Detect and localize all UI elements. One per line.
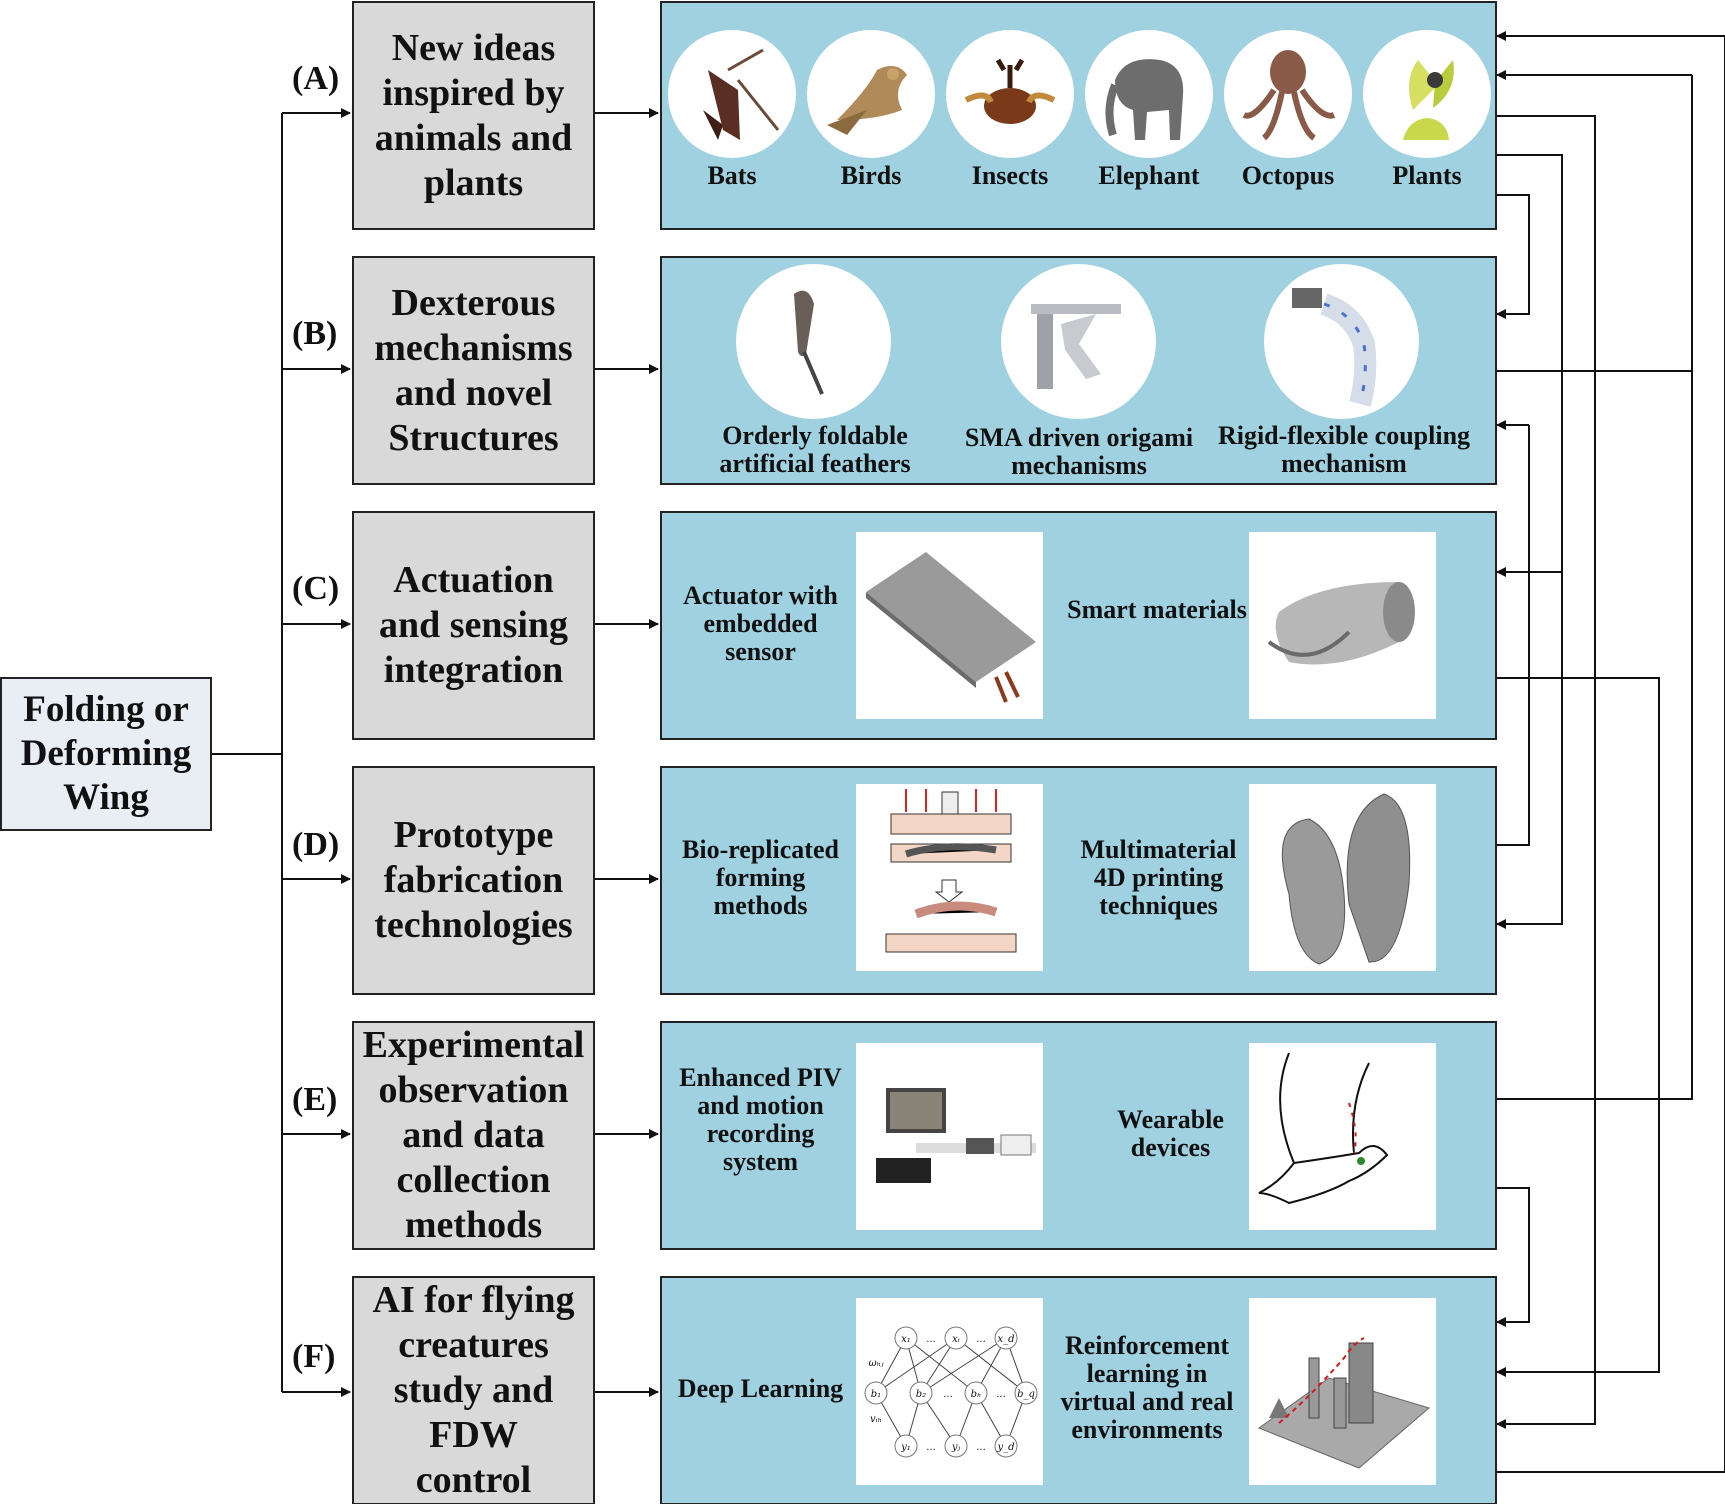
neural-network-diagram: x₁ ... xᵢ ... x_d b₁ b₂ ... bₕ ... b_q y… — [856, 1298, 1043, 1485]
forming-method-diagram — [856, 784, 1043, 971]
label-birds: Birds — [840, 161, 902, 190]
label-octopus: Octopus — [1241, 161, 1335, 190]
row-letter-b: (B) — [292, 315, 338, 352]
label-feathers: Orderly foldable artificial feathers — [719, 421, 911, 478]
title-f: AI for flying creatures study and FDW co… — [372, 1279, 575, 1501]
nn-x1: x₁ — [901, 1334, 911, 1345]
bird-photo — [807, 30, 935, 158]
root-label: Folding or Deforming Wing — [20, 689, 192, 818]
nn-dots5: ... — [926, 1442, 936, 1453]
nn-xd: x_d — [997, 1334, 1014, 1345]
row-letter-d: (D) — [292, 826, 340, 863]
root-box: Folding or Deforming Wing — [0, 677, 212, 831]
nn-b1: b₁ — [871, 1389, 881, 1400]
bat-photo — [668, 30, 796, 158]
label-elephant: Elephant — [1098, 161, 1200, 190]
label-reinforcement: Reinforcement learning in virtual and re… — [1060, 1331, 1234, 1444]
nn-yj: yⱼ — [951, 1442, 961, 1453]
title-box-b: Dexterous mechanisms and novel Structure… — [352, 256, 595, 485]
nn-dots6: ... — [976, 1442, 986, 1453]
nn-b2: b₂ — [916, 1389, 926, 1400]
title-b: Dexterous mechanisms and novel Structure… — [374, 281, 573, 459]
label-insects: Insects — [971, 161, 1049, 190]
nn-dots2: ... — [976, 1334, 986, 1345]
title-box-f: AI for flying creatures study and FDW co… — [352, 1276, 595, 1504]
row-letter-c: (C) — [292, 570, 340, 607]
nn-xi: xᵢ — [952, 1334, 960, 1345]
actuator-render — [856, 532, 1043, 719]
nn-w: ωₕⱼ — [868, 1358, 883, 1369]
label-plants: Plants — [1392, 161, 1462, 190]
piv-system-photo — [856, 1043, 1043, 1230]
nn-bq: b_q — [1017, 1389, 1035, 1400]
nn-dots3: ... — [943, 1389, 953, 1400]
rl-environment-render — [1249, 1298, 1436, 1485]
label-4d-printing: Multimaterial 4D printing techniques — [1080, 835, 1237, 920]
nn-y1: y₁ — [900, 1442, 911, 1453]
nn-bh: bₕ — [971, 1389, 982, 1400]
row-letter-e: (E) — [292, 1081, 338, 1118]
4d-printed-wings — [1249, 784, 1436, 971]
beetle-photo — [946, 30, 1074, 158]
origami-render — [1001, 264, 1156, 419]
wearable-bird-drawing — [1249, 1043, 1436, 1230]
label-deep-learning: Deep Learning — [677, 1374, 844, 1403]
label-piv: Enhanced PIV and motion recording system — [679, 1063, 842, 1176]
octopus-photo — [1224, 30, 1352, 158]
nn-dots4: ... — [996, 1389, 1006, 1400]
label-bats: Bats — [707, 161, 757, 190]
elephant-photo — [1085, 30, 1213, 158]
title-e: Experimental observation and data collec… — [362, 1024, 585, 1246]
title-box-a: New ideas inspired by animals and plants — [352, 1, 595, 230]
label-bio-replicated: Bio-replicated forming methods — [682, 835, 839, 920]
nn-yd: y_d — [996, 1442, 1014, 1453]
label-wearable: Wearable devices — [1117, 1105, 1224, 1162]
panel-a — [660, 1, 1497, 230]
feather-render — [736, 264, 891, 419]
row-letter-f: (F) — [292, 1338, 336, 1375]
label-coupling: Rigid-flexible coupling mechanism — [1217, 421, 1471, 478]
label-smart-materials: Smart materials — [1067, 595, 1247, 624]
title-box-e: Experimental observation and data collec… — [352, 1021, 595, 1250]
title-box-c: Actuation and sensing integration — [352, 511, 595, 740]
nn-dots1: ... — [926, 1334, 936, 1345]
row-letter-a: (A) — [292, 60, 340, 97]
label-actuator: Actuator with embedded sensor — [683, 581, 838, 666]
title-d: Prototype fabrication technologies — [374, 814, 573, 946]
nn-v: vᵢₕ — [870, 1414, 882, 1425]
smart-material-render — [1249, 532, 1436, 719]
title-c: Actuation and sensing integration — [378, 559, 569, 691]
venus-flytrap-photo — [1363, 30, 1491, 158]
title-a: New ideas inspired by animals and plants — [374, 26, 573, 204]
title-box-d: Prototype fabrication technologies — [352, 766, 595, 995]
label-origami: SMA driven origami mechanisms — [964, 423, 1194, 480]
coupling-mechanism-render — [1264, 264, 1419, 419]
